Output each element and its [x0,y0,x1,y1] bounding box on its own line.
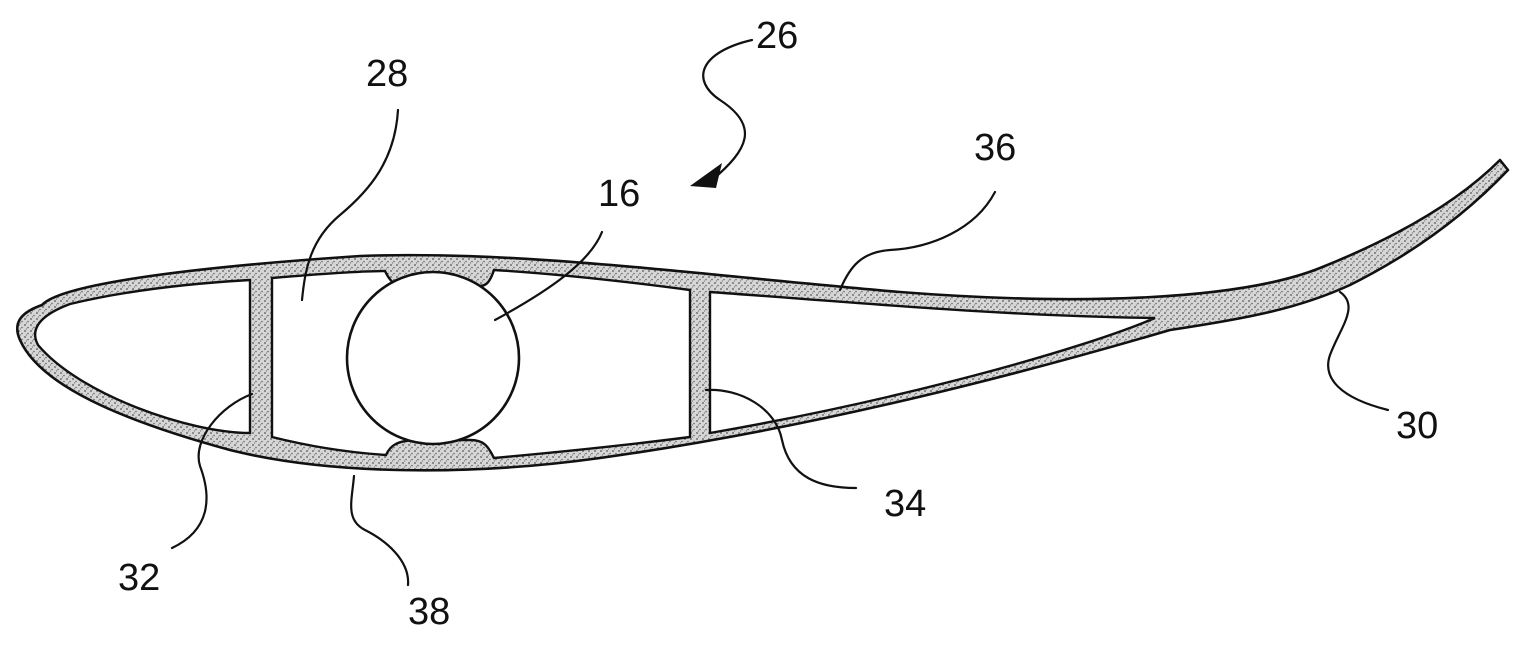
label-16: 16 [598,173,640,215]
leader-26 [703,40,752,180]
label-32: 32 [118,557,160,599]
rod-circle [347,272,519,444]
leader-38 [351,476,408,585]
leader-36 [840,192,995,290]
arrowhead-26 [690,163,722,188]
label-30: 30 [1396,405,1438,447]
label-28: 28 [366,53,408,95]
label-36: 36 [974,127,1016,169]
leader-30 [1328,292,1388,410]
label-38: 38 [408,591,450,633]
label-34: 34 [884,483,926,525]
label-26: 26 [756,15,798,57]
